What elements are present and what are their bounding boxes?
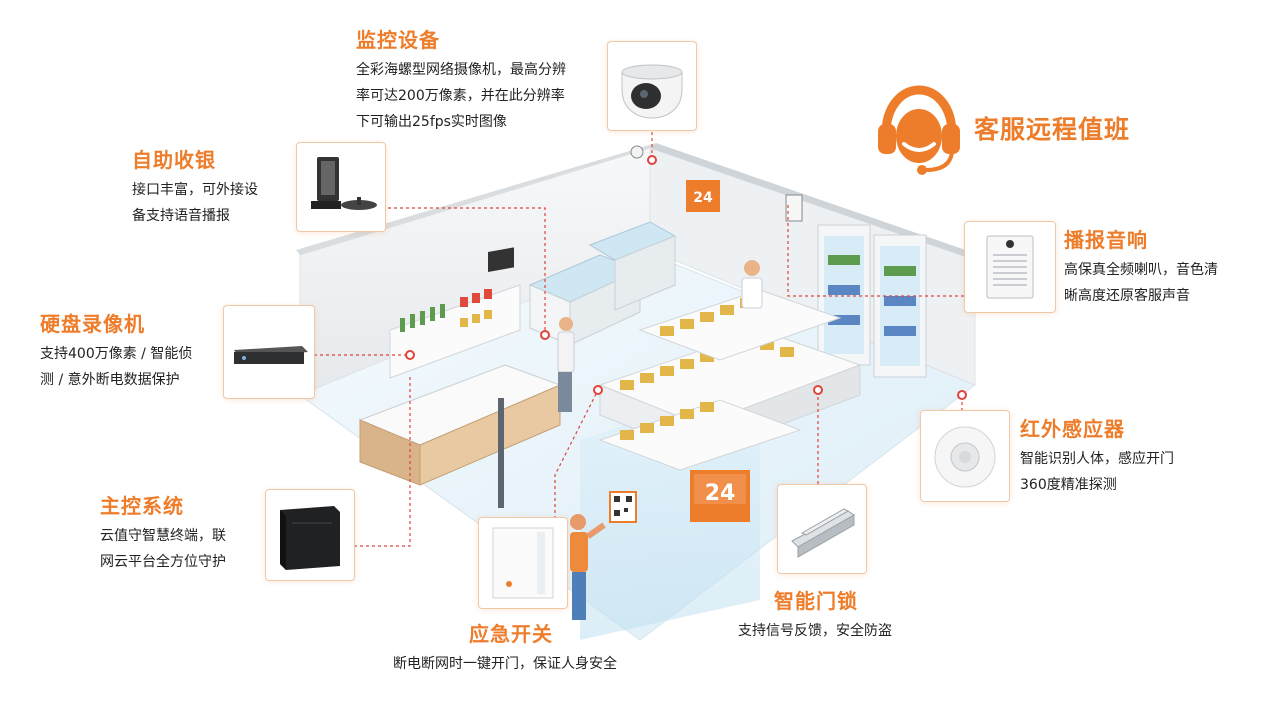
speaker-device-box [964, 221, 1056, 313]
feature-pos-desc-2: 备支持语音播报 [132, 208, 230, 224]
feature-speaker: 播报音响 高保真全频喇叭，音色清晰高度还原客服声音 [1064, 224, 1218, 309]
feature-nvr: 硬盘录像机 支持400万像素 / 智能侦测 / 意外断电数据保护 [40, 308, 192, 393]
control-device-box [265, 489, 355, 581]
nvr-recorder-icon [234, 346, 308, 364]
feature-infrared: 红外感应器 智能识别人体，感应开门 360度精准探测 [1020, 413, 1174, 498]
shopper-figure [557, 317, 575, 412]
infrared-sensor-icon [934, 426, 996, 488]
feature-infrared-desc-1: 智能识别人体，感应开门 [1020, 451, 1174, 467]
feature-control-desc-2: 网云平台全方位守护 [100, 554, 226, 570]
store-sign-wall: 24 [686, 180, 720, 212]
camera-device-box [607, 41, 697, 131]
feature-infrared-title: 红外感应器 [1020, 417, 1125, 441]
feature-speaker-desc-2: 晰高度还原客服声音 [1064, 288, 1190, 304]
infrared-device-box [920, 410, 1010, 502]
remote-service-title: 客服远程值班 [974, 115, 1131, 144]
dome-camera-icon [621, 64, 683, 119]
feature-infrared-desc-2: 360度精准探测 [1020, 477, 1117, 493]
wall-camera [630, 145, 644, 159]
emergency-switch-icon [492, 527, 554, 599]
lock-device-box [777, 484, 867, 574]
feature-nvr-desc-1: 支持400万像素 / 智能侦 [40, 346, 193, 362]
store-sign-front: 24 [690, 470, 750, 522]
feature-pos: 自助收银 接口丰富，可外接设备支持语音播报 [132, 144, 258, 229]
feature-speaker-title: 播报音响 [1064, 228, 1148, 252]
store-sign-number-front: 24 [705, 481, 736, 506]
feature-speaker-desc-1: 高保真全频喇叭，音色清 [1064, 262, 1218, 278]
wall-speaker-icon [986, 235, 1034, 299]
qr-panel [609, 491, 637, 523]
feature-pos-desc-1: 接口丰富，可外接设 [132, 182, 258, 198]
feature-lock-title: 智能门锁 [774, 589, 858, 613]
leader-pos [388, 207, 546, 335]
nvr-device-box [223, 305, 315, 399]
clerk-figure [741, 260, 763, 309]
feature-emergency-desc-1: 断电断网时一键开门，保证人身安全 [393, 656, 617, 672]
headset-agent-icon [878, 85, 960, 175]
feature-nvr-title: 硬盘录像机 [40, 312, 145, 336]
customer-at-door [570, 514, 606, 620]
feature-control-desc-1: 云值守智慧终端，联 [100, 528, 226, 544]
pos-device-box [296, 142, 386, 232]
feature-emergency-title: 应急开关 [469, 622, 553, 646]
feature-control: 主控系统 云值守智慧终端，联网云平台全方位守护 [100, 490, 226, 575]
self-checkout-terminal-icon [311, 157, 377, 210]
leader-emergency [554, 389, 599, 519]
drink-fridges [817, 224, 927, 378]
feature-camera-desc-1: 全彩海螺型网络摄像机，最高分辨 [356, 62, 566, 78]
emergency-device-box [478, 517, 568, 609]
feature-pos-title: 自助收银 [132, 148, 216, 172]
feature-lock-desc-1: 支持信号反馈，安全防盗 [738, 623, 892, 639]
magnetic-lock-icon [791, 508, 855, 558]
feature-nvr-desc-2: 测 / 意外断电数据保护 [40, 372, 180, 388]
feature-camera-title: 监控设备 [356, 28, 440, 52]
leader-speaker [787, 205, 964, 297]
wall-shelves [389, 284, 521, 379]
feature-control-title: 主控系统 [100, 494, 184, 518]
leader-control [354, 375, 411, 547]
remote-service-badge: 客服远程值班 [874, 84, 1154, 176]
feature-emergency: 应急开关 断电断网时一键开门，保证人身安全 [393, 618, 617, 677]
store-sign-number: 24 [693, 190, 713, 206]
center-shelves [598, 289, 862, 471]
feature-lock: 智能门锁 支持信号反馈，安全防盗 [738, 585, 892, 644]
feature-camera-desc-2: 率可达200万像素，并在此分辨率 [356, 88, 565, 104]
sensor-pole [498, 398, 504, 508]
wall-speaker [785, 194, 803, 222]
feature-camera: 监控设备 全彩海螺型网络摄像机，最高分辨率可达200万像素，并在此分辨率下可输出… [356, 24, 566, 135]
control-cabinet-icon [280, 506, 340, 570]
feature-camera-desc-3: 下可输出25fps实时图像 [356, 114, 507, 130]
